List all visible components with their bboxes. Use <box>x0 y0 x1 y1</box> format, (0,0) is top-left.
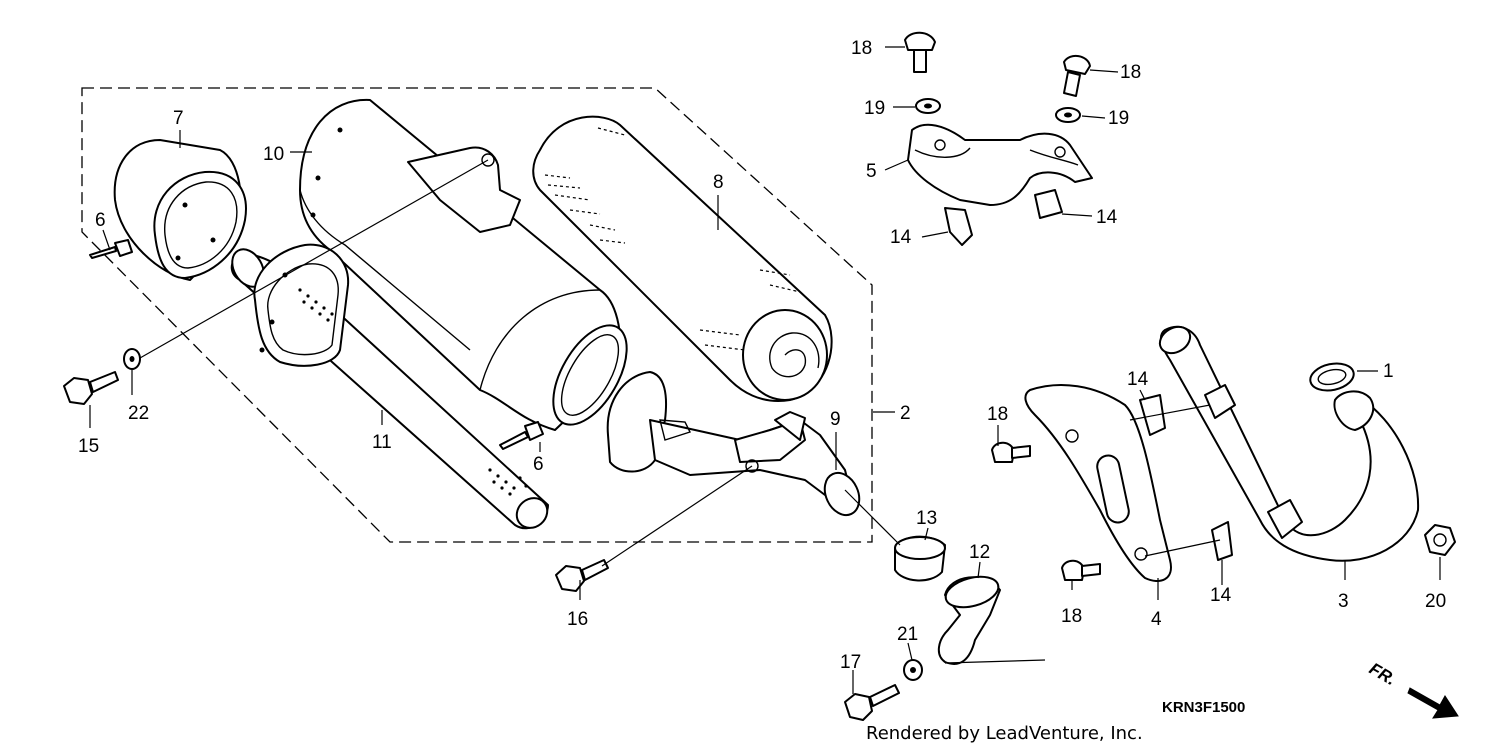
callout-17: 17 <box>840 652 861 673</box>
exhaust-pipe-part-3[interactable] <box>1155 322 1420 562</box>
callout-22: 22 <box>128 403 149 424</box>
bolt-part-17[interactable] <box>844 684 900 721</box>
washer-part-22[interactable] <box>123 348 141 370</box>
callout-7: 7 <box>173 108 184 129</box>
callout-19: 19 <box>1108 108 1129 129</box>
callout-18: 18 <box>1120 62 1141 83</box>
callout-12: 12 <box>969 542 990 563</box>
band-clamp-part-12[interactable] <box>937 571 1002 665</box>
washer-part-19-left[interactable] <box>915 98 941 114</box>
bolt-part-15[interactable] <box>63 371 119 405</box>
callout-2: 2 <box>900 403 911 424</box>
bolt-part-18-mid[interactable] <box>991 441 1031 463</box>
callout-18: 18 <box>1061 606 1082 627</box>
callout-13: 13 <box>916 508 937 529</box>
clip-part-14-lower[interactable] <box>1211 521 1233 561</box>
washer-part-19-right[interactable] <box>1055 107 1081 123</box>
front-marker-label: FR. <box>1366 659 1399 689</box>
leader-lines <box>89 46 1441 694</box>
callout-14: 14 <box>890 227 912 248</box>
callout-14: 14 <box>1096 207 1118 228</box>
muffler-body-part-10[interactable] <box>299 98 642 437</box>
callout-10: 10 <box>263 144 284 165</box>
callout-20: 20 <box>1425 591 1446 612</box>
callout-16: 16 <box>567 609 588 630</box>
callout-3: 3 <box>1338 591 1349 612</box>
front-direction-arrow-icon: FR. <box>1366 659 1459 719</box>
callout-4: 4 <box>1151 609 1162 630</box>
inner-pipe-part-11[interactable] <box>226 243 553 534</box>
callout-18: 18 <box>851 38 872 59</box>
callout-9: 9 <box>830 409 841 430</box>
credit-text: Rendered by LeadVenture, Inc. <box>866 723 1143 744</box>
muffler-assembly-boundary <box>81 87 873 543</box>
clip-part-14-upper[interactable] <box>1139 394 1166 436</box>
callout-5: 5 <box>866 161 877 182</box>
callout-6: 6 <box>533 454 544 475</box>
callout-1: 1 <box>1383 361 1394 382</box>
heat-shield-part-5[interactable] <box>907 123 1093 246</box>
diagram-code: KRN3F1500 <box>1162 699 1245 716</box>
seal-ring-part-13[interactable] <box>894 535 946 582</box>
bolt-part-18-low[interactable] <box>1061 559 1101 581</box>
bolt-part-18-top-right[interactable] <box>1063 54 1091 97</box>
callout-8: 8 <box>713 172 724 193</box>
bolt-part-16[interactable] <box>555 559 609 592</box>
callout-18: 18 <box>987 404 1008 425</box>
callout-6: 6 <box>95 210 106 231</box>
callout-19: 19 <box>864 98 885 119</box>
callout-11: 11 <box>372 432 392 453</box>
callout-15: 15 <box>78 436 99 457</box>
washer-part-21[interactable] <box>903 659 923 681</box>
rivet-part-6-upper[interactable] <box>89 239 133 259</box>
callout-14: 14 <box>1127 369 1149 390</box>
end-cap-part-7[interactable] <box>113 139 247 281</box>
callout-21: 21 <box>897 624 918 645</box>
rivet-part-6-lower[interactable] <box>499 421 544 450</box>
flange-nut-part-20[interactable] <box>1424 524 1456 556</box>
packing-part-8[interactable] <box>532 115 833 402</box>
heat-shield-part-4[interactable] <box>1024 384 1172 582</box>
callout-14: 14 <box>1210 585 1232 606</box>
joint-pipe-part-9[interactable] <box>606 371 866 521</box>
bolt-part-18-top-left[interactable] <box>904 31 936 73</box>
gasket-part-1[interactable] <box>1308 360 1356 395</box>
